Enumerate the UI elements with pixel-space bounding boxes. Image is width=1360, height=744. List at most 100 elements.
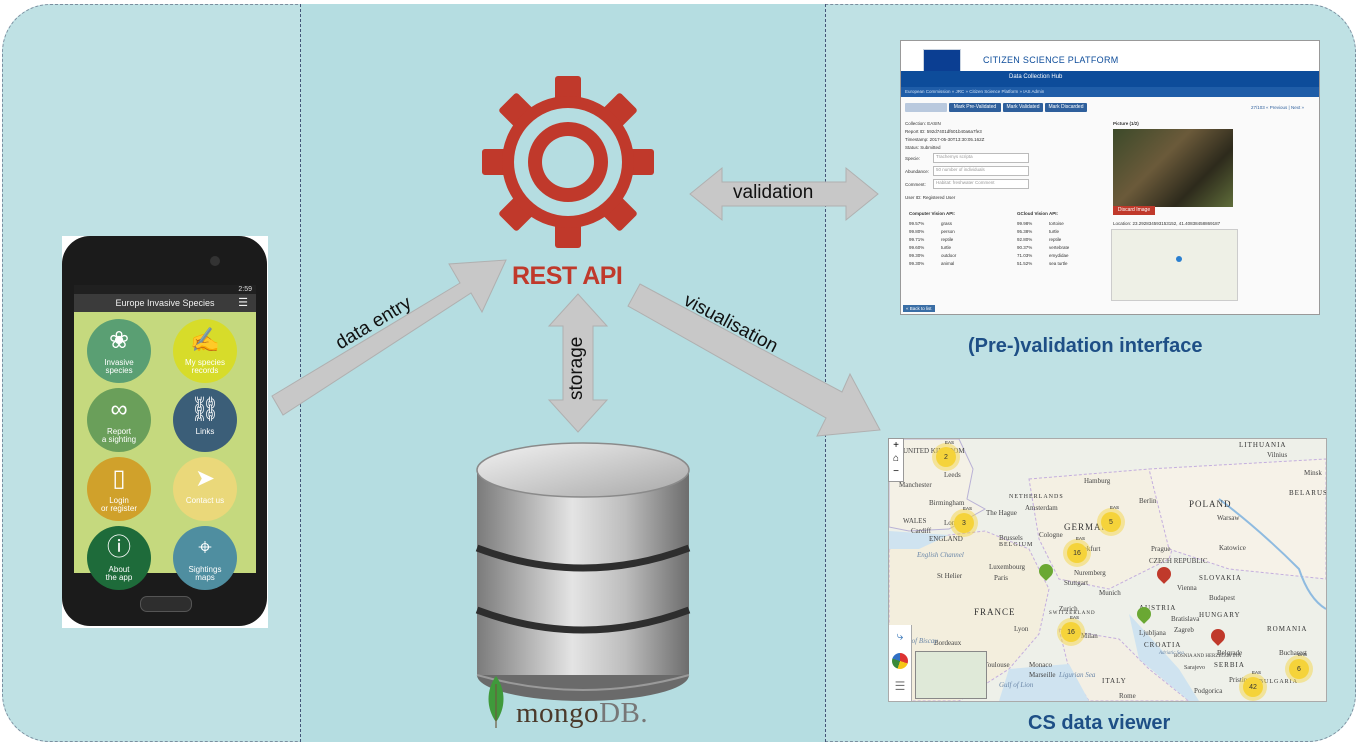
- city-bucharest: Bucharest: [1279, 649, 1307, 657]
- map-cluster-2[interactable]: 3 EAS: [954, 506, 974, 533]
- tile-label: Report: [106, 427, 131, 436]
- mongodb-logo-main: mongo: [516, 697, 600, 729]
- city-bordeaux: Bordeaux: [934, 639, 962, 647]
- field-timestamp: Timestamp: 2017-05-30T13:30:05.162Z: [905, 137, 985, 142]
- clipboard-icon: ✍: [190, 327, 220, 354]
- info-phone-icon: ⓘ: [107, 534, 131, 561]
- map-label-slovakia: SLOVAKIA: [1199, 574, 1242, 582]
- zoom-out-icon[interactable]: −: [893, 466, 899, 477]
- vision-cell: 95.38%: [1017, 229, 1033, 234]
- map-label-romania: ROMANIA: [1267, 625, 1308, 633]
- city-birmingham: Birmingham: [929, 499, 965, 507]
- cluster-tag: EAS: [1252, 670, 1262, 675]
- comment-input[interactable]: Habitat: freshwater Comment: [933, 179, 1029, 189]
- home-icon[interactable]: ⌂: [892, 453, 900, 464]
- hamburger-menu-icon[interactable]: ☰: [238, 297, 248, 309]
- mark-discarded-button[interactable]: Mark Discarded: [1045, 103, 1087, 112]
- pie-chart-icon[interactable]: [892, 653, 908, 669]
- cluster-count: 16: [1067, 629, 1075, 636]
- sea-biscay: Bay of Biscay: [899, 637, 938, 645]
- city-vienna: Vienna: [1177, 584, 1197, 592]
- map-cluster-1[interactable]: 2 EAS: [936, 440, 956, 467]
- vision-cell: 99.30%: [909, 261, 925, 266]
- field-collection: Collection: EASIN: [905, 121, 941, 126]
- specie-select[interactable]: Trachemys scripta: [933, 153, 1029, 163]
- validation-interface-caption: (Pre-)validation interface: [968, 335, 1203, 357]
- vision-cell: outdoor: [941, 253, 957, 258]
- city-ljubljana: Ljubljana: [1139, 629, 1166, 637]
- map-label-poland: POLAND: [1189, 499, 1232, 509]
- vision-cell: turtle: [1049, 229, 1060, 234]
- prev-state-button[interactable]: [905, 103, 947, 112]
- paging[interactable]: 27/103 « Previous | Next »: [1251, 105, 1304, 110]
- share-icon[interactable]: ⤷: [896, 629, 904, 643]
- mark-prevalidated-button[interactable]: Mark Pre-Validated: [949, 103, 1001, 112]
- vision-cell: 99.30%: [909, 253, 925, 258]
- map-label-croatia: CROATIA: [1144, 641, 1182, 649]
- cluster-count: 2: [944, 454, 948, 461]
- map-label-lithuania: LITHUANIA: [1239, 441, 1287, 449]
- zoom-in-icon[interactable]: +: [893, 440, 899, 451]
- discard-image-button[interactable]: Discard Image: [1113, 206, 1155, 215]
- data-viewer-caption: CS data viewer: [1028, 712, 1171, 734]
- city-the-hague: The Hague: [986, 509, 1017, 517]
- picture-label: Picture (1/2): [1113, 121, 1139, 126]
- location-map[interactable]: [1111, 229, 1238, 301]
- validation-header: [901, 41, 1319, 71]
- mark-validated-button[interactable]: Mark Validated: [1003, 103, 1043, 112]
- tile-sublabel: a sighting: [101, 435, 137, 444]
- city-nuremberg: Nuremberg: [1074, 569, 1106, 577]
- cs-data-viewer-map[interactable]: POLAND FRANCE GERMANY CZECH REPUBLIC SLO…: [888, 438, 1327, 702]
- vision-cell: 99.57%: [909, 221, 925, 226]
- cluster-tag: EAS: [945, 440, 955, 445]
- map-label-wales: WALES: [903, 517, 927, 525]
- city-zurich: Zurich: [1059, 605, 1078, 613]
- app-tile-6[interactable]: ➤Contact us: [173, 457, 237, 521]
- phone-home-button: [140, 596, 192, 612]
- sea-gulf-of-lion: Gulf of Lion: [999, 681, 1034, 689]
- vision-cell: 99.60%: [909, 245, 925, 250]
- vision-cell: 99.71%: [909, 237, 925, 242]
- city-frankfurt: Frankfurt: [1074, 545, 1101, 553]
- storage-arrow: [547, 293, 609, 433]
- app-tile-4[interactable]: ⛓Links: [173, 388, 237, 452]
- minimap[interactable]: [915, 651, 987, 699]
- abundance-input[interactable]: 50 number of individuals: [933, 166, 1029, 176]
- zoom-controls[interactable]: + ⌂ −: [888, 438, 904, 482]
- map-label-france: FRANCE: [974, 607, 1016, 617]
- validation-arrow: [689, 166, 879, 222]
- location-pin-icon: [1176, 256, 1182, 262]
- rest-api-label: REST API: [512, 262, 623, 290]
- cluster-tag: EAS: [963, 506, 973, 511]
- city-cardiff: Cardiff: [911, 527, 932, 535]
- field-report-id: Report ID: 592d7401df601b40a6a7fe3: [905, 129, 982, 134]
- city-minsk: Minsk: [1304, 469, 1322, 477]
- city-st-helier: St Helier: [937, 572, 963, 580]
- tile-sublabel: the app: [105, 573, 133, 582]
- vision-cell: reptile: [941, 237, 954, 242]
- cluster-tag: EAS: [1070, 615, 1080, 620]
- sea-english-channel: English Channel: [917, 551, 964, 559]
- cluster-count: 3: [962, 520, 966, 527]
- storage-label: storage: [566, 336, 587, 400]
- mongodb-logo-text: mongoDB.: [516, 697, 648, 730]
- map-cluster-5[interactable]: 16 EAS: [1061, 615, 1081, 642]
- vision-cell: 99.80%: [909, 229, 925, 234]
- back-to-list-button[interactable]: « Back to list: [903, 305, 935, 312]
- layers-icon[interactable]: ☰: [894, 679, 906, 693]
- field-user-id: User ID: Registered User: [905, 195, 956, 200]
- tile-label: Links: [195, 427, 215, 436]
- tile-sublabel: maps: [195, 573, 215, 582]
- city-prague: Prague: [1151, 545, 1171, 553]
- city-belgrade: Belgrade: [1217, 649, 1243, 657]
